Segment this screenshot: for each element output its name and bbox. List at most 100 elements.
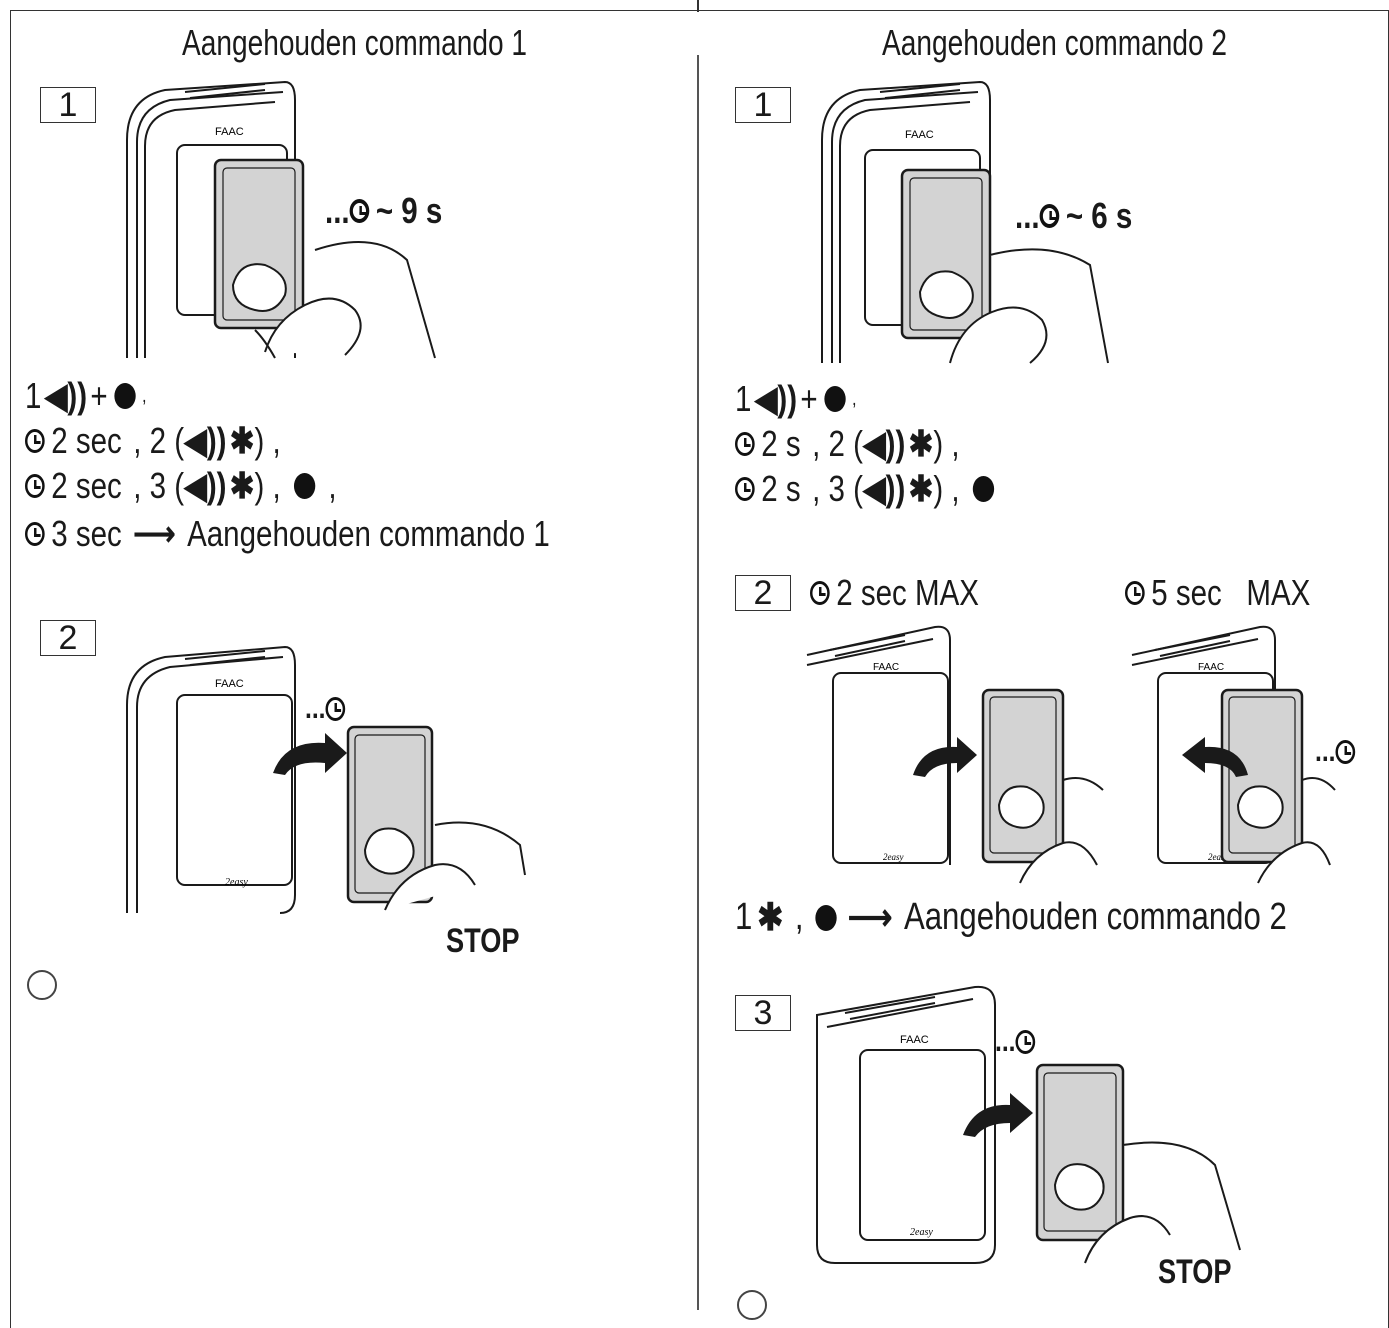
- clock-icon: [1039, 204, 1060, 228]
- clock-icon: [1015, 1030, 1036, 1054]
- right-step2-illustration-a: FAAC 2easy: [806, 625, 1104, 884]
- right-instruction-1: 1 ◀)) + ,: [735, 378, 857, 420]
- step2-time-b-value: 5 sec MAX: [1151, 572, 1311, 613]
- svg-text:2easy: 2easy: [910, 1227, 933, 1238]
- dot-icon: [972, 476, 995, 502]
- left-instruction-2: 2 sec , 2 ( ◀)) ✱ ) ,: [25, 420, 281, 462]
- clock-icon: [1125, 581, 1145, 605]
- left-step1-illustration: FAAC: [126, 80, 436, 359]
- dot-icon: [814, 904, 837, 931]
- instr-result: Aangehouden commando 1: [187, 513, 550, 554]
- right-step1-time-value: ~ 6 s: [1065, 195, 1133, 236]
- right-instruction-3: 2 s , 3 ( ◀)) ✱ ) ,: [735, 468, 1007, 510]
- svg-text:2easy: 2easy: [225, 877, 248, 888]
- star-icon: ✱: [908, 423, 934, 464]
- ellipsis-label: ...: [995, 1025, 1016, 1058]
- ellipsis-label: ...: [305, 692, 326, 725]
- clock-icon: [25, 522, 45, 546]
- ellipsis-label: ...: [1015, 195, 1040, 236]
- instr-comma: ,: [794, 896, 804, 938]
- left-circle-marker: [27, 970, 57, 1000]
- svg-text:FAAC: FAAC: [873, 662, 899, 673]
- right-step1-box: 1: [735, 87, 791, 123]
- right-step2-b-time: ...: [1315, 735, 1362, 769]
- right-step3-time: ...: [995, 1025, 1042, 1059]
- instr-prefix: 1: [735, 896, 753, 938]
- dot-icon: [824, 386, 846, 412]
- left-step2-time: ...: [305, 692, 352, 726]
- top-notch: [697, 0, 699, 12]
- instr-mid: , 2 (: [133, 420, 185, 461]
- right-step2-time-a: 2 sec MAX: [810, 572, 979, 614]
- clock-icon: [735, 477, 755, 501]
- star-icon: ✱: [908, 468, 934, 509]
- right-instruction-2: 2 s , 2 ( ◀)) ✱ ) ,: [735, 423, 960, 465]
- instr-end-2: ,: [328, 465, 337, 506]
- instr-time: 2 s: [761, 423, 801, 464]
- right-circle-marker: [737, 1290, 767, 1320]
- dot-icon: [293, 473, 316, 499]
- right-step2-time-b: 5 sec MAX: [1125, 572, 1310, 614]
- clock-icon: [1335, 740, 1356, 764]
- step2-time-a-value: 2 sec MAX: [836, 572, 979, 613]
- right-step2-illustration-b: FAAC 2easy: [1131, 625, 1336, 884]
- instr-end: ) ,: [933, 468, 960, 509]
- arrow-right-icon: ⟶: [133, 513, 176, 554]
- instr-mid: , 3 (: [133, 465, 185, 506]
- instr-time: 2 sec: [51, 420, 122, 461]
- plus-sign: +: [800, 378, 818, 419]
- svg-text:FAAC: FAAC: [1198, 662, 1224, 673]
- left-stop-label: STOP: [446, 922, 520, 960]
- left-step1-time-value: ~ 9 s: [375, 190, 443, 231]
- clock-icon: [25, 429, 45, 453]
- instr-mid: , 2 (: [812, 423, 863, 464]
- instr-time: 2 sec: [51, 465, 122, 506]
- right-panel-title: Aangehouden commando 2: [882, 22, 1228, 63]
- left-step1-time: ... ~ 9 s: [325, 190, 442, 232]
- svg-text:FAAC: FAAC: [215, 678, 244, 690]
- star-icon: ✱: [757, 897, 784, 939]
- svg-text:2easy: 2easy: [883, 852, 904, 862]
- ellipsis-label: ...: [325, 190, 350, 231]
- instr-prefix: 1: [25, 375, 42, 416]
- clock-icon: [25, 474, 45, 498]
- clock-icon: [325, 697, 346, 721]
- left-step2-illustration: FAAC 2easy: [126, 645, 526, 914]
- left-instruction-3: 2 sec , 3 ( ◀)) ✱ ) , ,: [25, 465, 337, 507]
- sound-icon: ◀)): [862, 468, 906, 509]
- right-result-line: 1 ✱ , ⟶ Aangehouden commando 2: [735, 895, 1287, 940]
- instr-end: ) ,: [933, 423, 960, 464]
- left-instruction-4: 3 sec ⟶ Aangehouden commando 1: [25, 513, 550, 555]
- sound-icon: ◀)): [44, 375, 88, 416]
- instr-result: Aangehouden commando 2: [903, 896, 1287, 938]
- instr-end: ,: [142, 384, 147, 407]
- star-icon: ✱: [229, 420, 255, 461]
- clock-icon: [810, 581, 830, 605]
- dot-icon: [114, 383, 136, 409]
- instr-end: ,: [852, 387, 857, 410]
- right-step1-time: ... ~ 6 s: [1015, 195, 1132, 237]
- left-instruction-1: 1 ◀)) + ,: [25, 375, 147, 417]
- left-panel-title: Aangehouden commando 1: [182, 22, 528, 63]
- right-step1-illustration: FAAC: [821, 80, 1109, 364]
- right-step2-box: 2: [735, 575, 791, 611]
- ellipsis-label: ...: [1315, 735, 1336, 768]
- panel-divider: [697, 55, 699, 1310]
- star-icon: ✱: [229, 465, 255, 506]
- arrow-right-icon: ⟶: [847, 897, 893, 939]
- instr-time: 2 s: [761, 468, 801, 509]
- instr-time: 3 sec: [51, 513, 122, 554]
- instr-prefix: 1: [735, 378, 752, 419]
- right-step3-illustration: FAAC 2easy: [816, 985, 1241, 1264]
- instr-end: ) ,: [254, 420, 281, 461]
- left-step2-box: 2: [40, 620, 96, 656]
- right-step3-box: 3: [735, 995, 791, 1031]
- plus-sign: +: [90, 375, 108, 416]
- svg-text:FAAC: FAAC: [905, 129, 934, 141]
- brand-logo: FAAC: [215, 126, 244, 138]
- sound-icon: ◀)): [184, 465, 227, 506]
- right-stop-label: STOP: [1158, 1253, 1232, 1291]
- sound-icon: ◀)): [754, 378, 798, 419]
- left-step1-box: 1: [40, 87, 96, 123]
- instr-end: ) ,: [254, 465, 281, 506]
